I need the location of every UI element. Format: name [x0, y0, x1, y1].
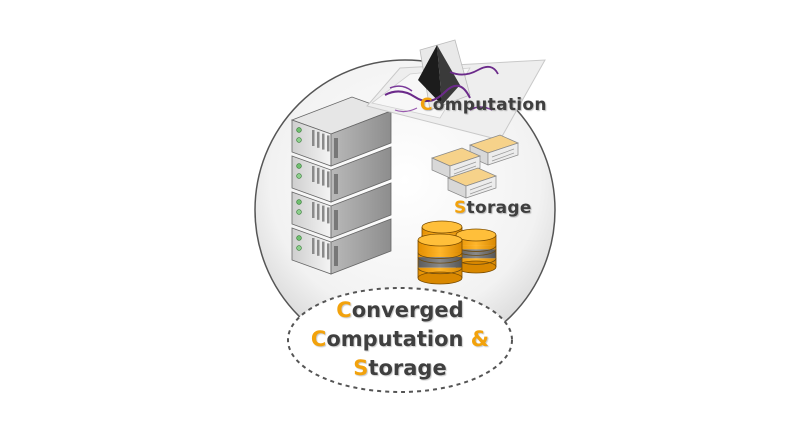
converged-line-1-initial: C — [336, 298, 352, 322]
storage-drives-icon — [431, 134, 519, 199]
converged-line-2-initial: C — [310, 327, 327, 351]
database-cylinder — [455, 228, 497, 274]
database-cylinders-icon — [417, 220, 497, 285]
converged-line-3: Storage — [280, 356, 520, 380]
tomography-slices-icon — [366, 39, 546, 141]
converged-line-1: Converged — [280, 298, 520, 322]
server-unit — [291, 218, 392, 275]
database-cylinder — [417, 233, 463, 285]
converged-line-3-initial: S — [353, 356, 369, 380]
computation-label-rest: omputation — [432, 95, 547, 115]
converged-ellipse — [287, 287, 513, 393]
server-unit — [291, 182, 392, 239]
server-rack-icon — [290, 96, 393, 275]
storage-label: Storage — [454, 198, 532, 218]
converged-line-2-ampersand: & — [470, 327, 490, 351]
storage-label-initial: S — [454, 198, 467, 218]
server-unit — [291, 110, 392, 167]
server-unit — [291, 146, 392, 203]
converged-line-1-rest: onverged — [351, 298, 464, 322]
storage-label-rest: torage — [466, 198, 532, 218]
computation-label: Computation — [420, 95, 547, 115]
converged-line-2: Computation & — [280, 327, 520, 351]
converged-line-2-rest: omputation — [326, 327, 471, 351]
computation-label-initial: C — [420, 95, 433, 115]
converged-line-3-rest: torage — [368, 356, 447, 380]
